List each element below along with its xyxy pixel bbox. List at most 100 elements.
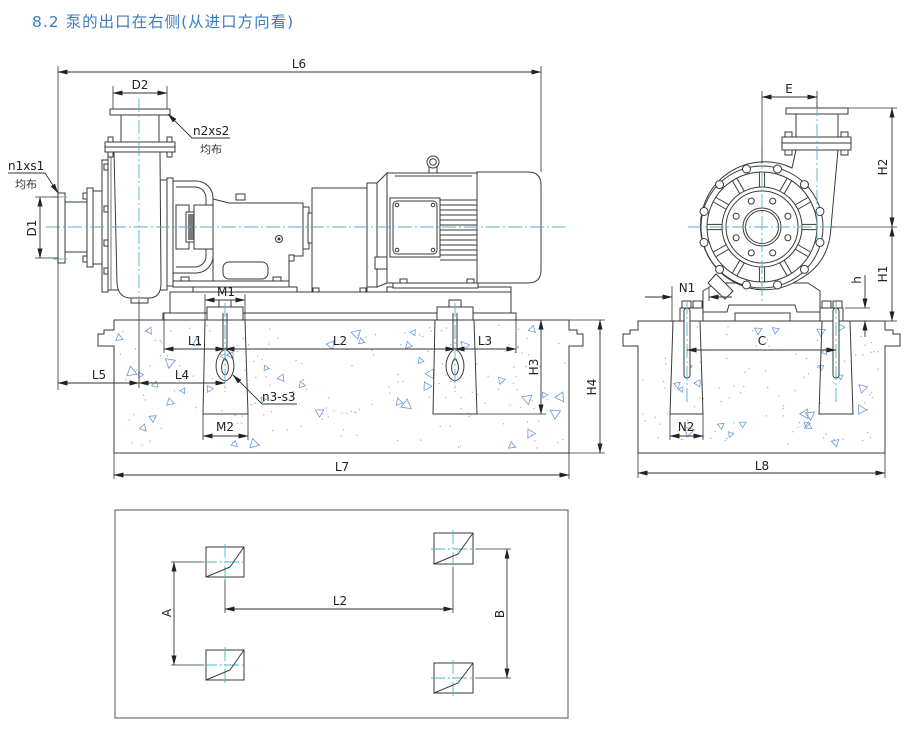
motor-feet	[392, 282, 479, 289]
concrete-aggregate-dot	[765, 415, 767, 417]
concrete-aggregate-triangle	[672, 381, 681, 390]
side-elevation-view: L6 D2 D1 M1 L1 L2 L3 L5 L4 M2 H3 H4 L7 n…	[8, 57, 605, 479]
concrete-aggregate-dot	[792, 431, 794, 433]
concrete-aggregate-dot	[439, 425, 441, 428]
concrete-aggregate-dot	[487, 375, 489, 377]
concrete-aggregate-triangle	[357, 337, 366, 345]
concrete-aggregate-triangle	[148, 415, 157, 424]
end-anchor-pocket-right	[818, 320, 854, 415]
casing-bolt	[741, 164, 751, 174]
concrete-aggregate-dot	[136, 369, 138, 371]
concrete-aggregate-triangle	[830, 438, 840, 448]
motor	[366, 155, 542, 293]
cover-bolt	[103, 205, 109, 213]
concrete-aggregate-dot	[244, 369, 246, 371]
dim-label-E: E	[785, 82, 793, 96]
pump-casing	[57, 108, 176, 304]
concrete-aggregate-dot	[664, 357, 667, 360]
concrete-aggregate-dot	[128, 419, 131, 421]
concrete-aggregate-dot	[794, 389, 796, 392]
casing-bolt	[773, 280, 783, 290]
concrete-aggregate-dot	[169, 330, 172, 332]
concrete-aggregate-dot	[234, 414, 236, 416]
concrete-aggregate-dot	[728, 397, 731, 399]
casing-bolt	[741, 280, 751, 290]
concrete-aggregate-triangle	[400, 398, 412, 410]
frame-foot-nut	[180, 276, 190, 282]
concrete-aggregate-dot	[302, 379, 305, 381]
concrete-aggregate-triangle	[753, 327, 763, 336]
end-outlet-bolt	[784, 149, 793, 156]
concrete-aggregate-dot	[300, 425, 302, 427]
concrete-aggregate-dot	[798, 421, 801, 424]
concrete-aggregate-dot	[211, 378, 213, 380]
concrete-aggregate-dot	[346, 412, 348, 415]
flange-bolt-hole	[769, 249, 777, 257]
concrete-aggregate-dot	[751, 330, 754, 332]
concrete-aggregate-dot	[654, 416, 657, 419]
concrete-aggregate-triangle	[554, 391, 564, 403]
concrete-aggregate-dot	[438, 382, 440, 385]
pocket-outline	[433, 532, 474, 565]
concrete-aggregate-triangle	[260, 396, 267, 404]
flange-bolt-hole	[784, 212, 792, 220]
housing-window	[222, 261, 269, 280]
concrete-aggregate-dot	[873, 351, 875, 353]
concrete-aggregate-dot	[209, 330, 211, 332]
concrete-aggregate-dot	[149, 365, 151, 367]
concrete-aggregate-dot	[528, 353, 530, 356]
concrete-aggregate-dot	[803, 376, 805, 379]
concrete-aggregate-dot	[400, 344, 402, 346]
concrete-aggregate-triangle	[314, 409, 325, 419]
concrete-aggregate-dot	[868, 393, 871, 396]
concrete-aggregate-dot	[659, 423, 661, 425]
plan-view-anchor-layout: A L2 B	[114, 509, 569, 719]
concrete-aggregate-dot	[782, 405, 785, 407]
dim-label-plan-L2: L2	[333, 594, 347, 608]
oil-sight-glass-center	[277, 237, 281, 241]
frame-adapter-plate	[166, 177, 174, 287]
dim-label-A: A	[160, 608, 174, 617]
concrete-aggregate-dot	[418, 334, 421, 336]
concrete-aggregate-dot	[178, 364, 181, 367]
concrete-aggregate-dot	[877, 350, 879, 353]
concrete-aggregate-dot	[189, 327, 191, 329]
pedestal-nut	[692, 300, 703, 309]
concrete-aggregate-dot	[526, 338, 528, 340]
concrete-aggregate-dot	[710, 437, 712, 439]
casing-rib	[715, 196, 729, 206]
concrete-aggregate-dot	[445, 396, 447, 399]
concrete-aggregate-dot	[457, 446, 460, 448]
concrete-aggregate-dot	[699, 397, 701, 399]
outlet-flange-mating	[104, 146, 176, 153]
bearing-frame-arch-top	[173, 180, 214, 205]
concrete-aggregate-dot	[270, 411, 272, 413]
dim-label-L7: L7	[335, 460, 349, 474]
concrete-aggregate-dot	[350, 410, 352, 412]
flange-bolt-hole	[747, 249, 755, 257]
concrete-aggregate-dot	[374, 333, 377, 336]
concrete-aggregate-dot	[250, 404, 252, 406]
concrete-aggregate-triangle	[521, 394, 533, 406]
motor-foot-nut	[399, 278, 408, 284]
concrete-aggregate-dot	[854, 354, 857, 356]
end-outlet-bolt	[840, 149, 849, 156]
concrete-aggregate-dot	[733, 422, 735, 424]
concrete-aggregate-dot	[733, 385, 735, 387]
dim-label-H3: H3	[527, 359, 541, 376]
concrete-aggregate-dot	[441, 363, 444, 365]
concrete-aggregate-dot	[365, 336, 367, 338]
concrete-aggregate-dot	[154, 339, 157, 342]
casing-rib	[731, 180, 741, 194]
inlet-flange	[57, 192, 66, 264]
concrete-aggregate-dot	[427, 350, 429, 352]
concrete-aggregate-dot	[680, 438, 682, 441]
pedestal-pad-left	[679, 307, 704, 322]
concrete-aggregate-dot	[475, 363, 478, 365]
concrete-aggregate-dot	[471, 391, 473, 393]
casing-rib	[712, 244, 727, 253]
concrete-aggregate-dot	[449, 344, 452, 346]
concrete-aggregate-dot	[476, 393, 479, 396]
concrete-aggregate-dot	[355, 412, 357, 414]
plan-anchor-pocket-bottom-left	[203, 647, 247, 683]
